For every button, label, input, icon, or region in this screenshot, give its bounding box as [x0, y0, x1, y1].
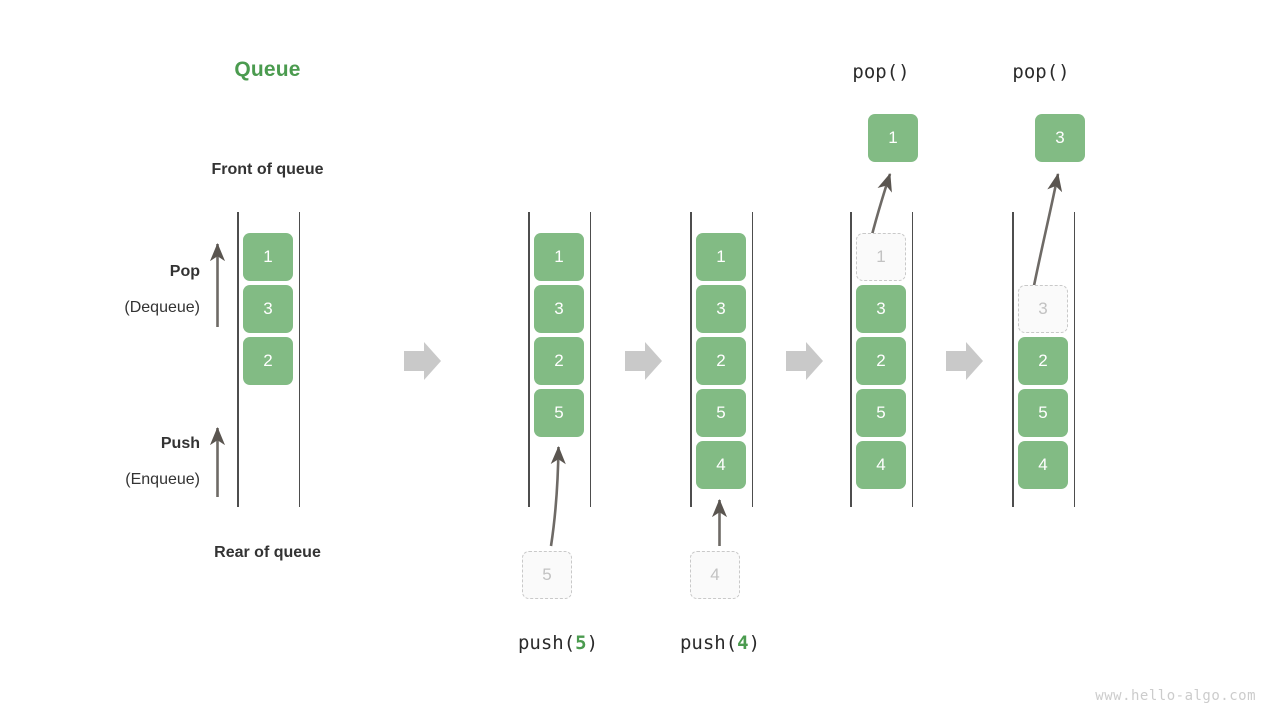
queue-cell: 5 [856, 389, 906, 437]
popped-element: 1 [868, 114, 918, 162]
watermark: www.hello-algo.com [1095, 688, 1256, 704]
queue-cell: 3 [696, 285, 746, 333]
page-title: Queue [234, 58, 301, 81]
popped-slot-ghost: 3 [1018, 285, 1068, 333]
queue-cell: 1 [696, 233, 746, 281]
queue-cell: 1 [534, 233, 584, 281]
queue-cell: 2 [696, 337, 746, 385]
queue-cell: 1 [243, 233, 293, 281]
queue-cell: 3 [534, 285, 584, 333]
push-5-operation-label: push(5) [483, 632, 633, 654]
queue-cell: 5 [696, 389, 746, 437]
queue-cell: 4 [856, 441, 906, 489]
queue-cell: 3 [243, 285, 293, 333]
transition-arrow [946, 342, 983, 380]
push-4-suffix: ) [748, 632, 761, 654]
push-4-prefix: push( [679, 632, 738, 654]
push-5-prefix: push( [517, 632, 576, 654]
popped-slot-ghost: 1 [856, 233, 906, 281]
queue-rail-right [911, 212, 913, 507]
queue-cell: 2 [856, 337, 906, 385]
rear-of-queue-label: Rear of queue [214, 544, 321, 561]
pop-1-operation-label: pop() [852, 61, 910, 83]
queue-rail-right [298, 212, 300, 507]
queue-rail-left [690, 212, 692, 507]
push-4-argument: 4 [737, 632, 749, 654]
queue-cell: 3 [856, 285, 906, 333]
queue-cell: 4 [696, 441, 746, 489]
push-5-arrow [549, 445, 566, 547]
transition-arrow [625, 342, 662, 380]
queue-rail-left [1012, 212, 1014, 507]
push-5-argument: 5 [575, 632, 587, 654]
queue-rail-right [751, 212, 753, 507]
dequeue-label: (Dequeue) [124, 299, 200, 316]
queue-cell: 2 [534, 337, 584, 385]
enqueue-label: (Enqueue) [125, 471, 200, 488]
queue-rail-left [850, 212, 852, 507]
queue-rail-right [1073, 212, 1075, 507]
pop-label: Pop [169, 263, 200, 280]
incoming-element-ghost: 5 [522, 551, 572, 599]
queue-rail-left [528, 212, 530, 507]
queue-cell: 2 [243, 337, 293, 385]
queue-cell: 2 [1018, 337, 1068, 385]
queue-rail-right [589, 212, 591, 507]
incoming-element-ghost: 4 [690, 551, 740, 599]
front-of-queue-label: Front of queue [211, 161, 324, 178]
queue-cell: 5 [534, 389, 584, 437]
push-5-suffix: ) [586, 632, 599, 654]
popped-element: 3 [1035, 114, 1085, 162]
transition-arrow [404, 342, 441, 380]
queue-rail-left [237, 212, 239, 507]
transition-arrow [786, 342, 823, 380]
pop-2-operation-label: pop() [1012, 61, 1070, 83]
queue-cell: 4 [1018, 441, 1068, 489]
push-label: Push [160, 435, 200, 452]
push-4-operation-label: push(4) [645, 632, 795, 654]
queue-cell: 5 [1018, 389, 1068, 437]
